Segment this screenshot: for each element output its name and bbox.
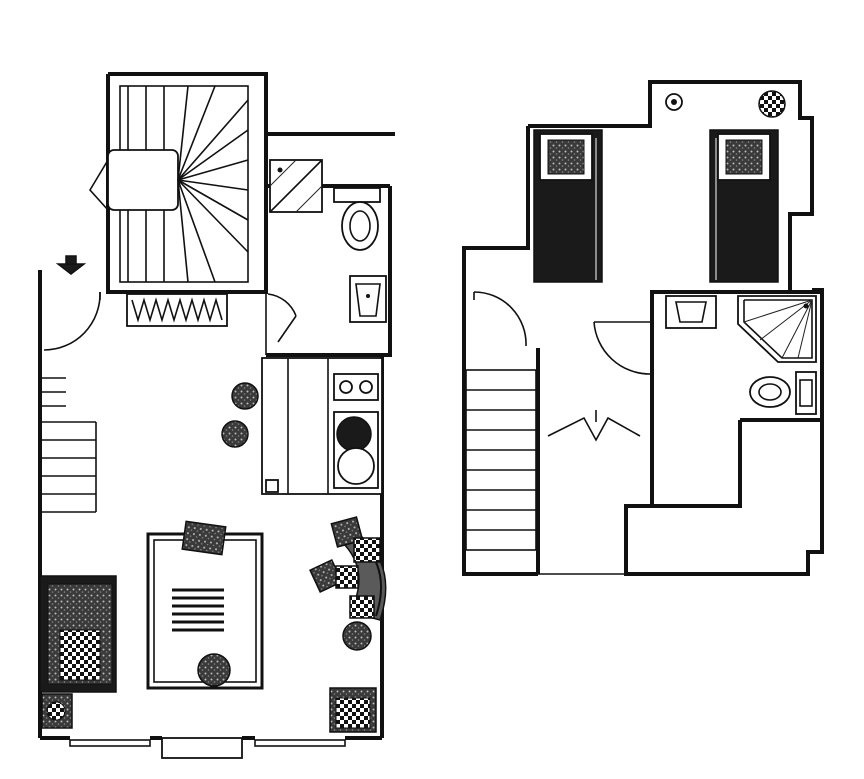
straight-stair-upper — [465, 369, 537, 551]
single-bed-right — [709, 129, 779, 283]
upper-floor-walls — [462, 80, 824, 576]
armchair-bottom-left — [41, 693, 73, 729]
straight-stair-ground — [40, 377, 97, 513]
dining-table — [309, 516, 387, 621]
ground-bathroom-door[interactable] — [267, 293, 297, 343]
upper-bathroom-door[interactable] — [593, 321, 651, 375]
upper-washbasin — [665, 295, 717, 329]
armchair-bottom-right — [329, 687, 377, 733]
ground-toilet — [333, 187, 381, 251]
dining-chairs — [309, 516, 381, 619]
kitchen-stools — [221, 382, 259, 448]
coffee-table — [172, 586, 224, 632]
armchair-top — [181, 520, 227, 556]
ground-shower — [269, 159, 323, 213]
single-bed-left — [533, 129, 603, 283]
kitchen-hob — [333, 373, 379, 489]
radiator — [126, 293, 228, 327]
pouf — [197, 653, 231, 687]
upper-floor-plan — [462, 80, 824, 576]
upper-landing-door[interactable] — [473, 291, 527, 347]
coffee-table-area — [146, 520, 264, 690]
ground-floor-plan — [38, 72, 395, 759]
entrance-arrow-icon — [55, 255, 87, 275]
sofa — [39, 575, 117, 693]
upper-bidet — [795, 371, 817, 415]
upper-shower — [737, 295, 817, 363]
spiral-stair — [89, 85, 249, 283]
stool — [342, 621, 372, 651]
lamp-icon — [665, 93, 683, 111]
entrance-door[interactable] — [38, 291, 101, 351]
upper-toilet — [749, 376, 791, 408]
coat-hanger-icon — [547, 410, 641, 442]
ground-washbasin — [349, 275, 387, 323]
plant-icon — [758, 90, 786, 118]
